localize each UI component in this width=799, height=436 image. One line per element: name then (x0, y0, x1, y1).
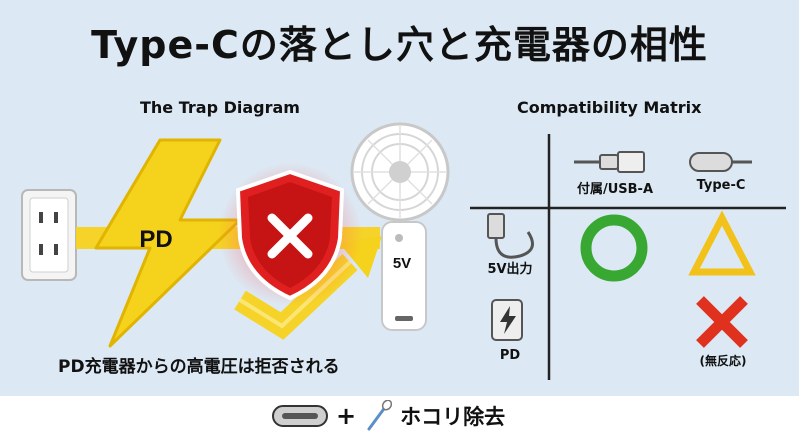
wall-outlet-icon (21, 189, 77, 281)
footer-text: ホコリ除去 (400, 405, 506, 429)
compat-cross-icon (696, 296, 748, 348)
usb-a-cable-icon (574, 151, 645, 173)
lightning-bolt-icon (94, 138, 242, 348)
matrix-col-type-c: Type-C (696, 178, 746, 193)
footer-plus: + (336, 402, 357, 430)
shield-block-icon (218, 162, 362, 306)
fan-voltage-label: 5V (393, 255, 411, 272)
diagram-heading: The Trap Diagram (140, 98, 300, 117)
diagram-canvas: PD 5V (21, 122, 786, 380)
type-c-port-icon (272, 405, 328, 427)
page-title: Type-Cの落とし穴と充電器の相性 (91, 23, 708, 67)
footer-content: + ホコリ除去 (272, 396, 505, 436)
bolt-label: PD (139, 226, 172, 253)
compat-circle-icon (580, 214, 648, 282)
matrix-no-response-note: (無反応) (699, 354, 747, 368)
cotton-swab-icon (367, 400, 393, 431)
usb-5v-cable-icon (487, 213, 534, 259)
handheld-fan-icon (350, 122, 450, 331)
matrix-row-5v: 5V出力 (487, 262, 533, 277)
pd-charger-icon (491, 299, 523, 341)
diagram-caption: PD充電器からの高電圧は拒否される (58, 357, 340, 377)
matrix-heading: Compatibility Matrix (517, 98, 702, 117)
matrix-row-pd: PD (499, 348, 521, 363)
compat-triangle-icon (688, 210, 756, 276)
type-c-cable-icon (689, 152, 752, 172)
matrix-col-usb-a: 付属/USB-A (576, 182, 654, 197)
footer-bar: + ホコリ除去 (0, 396, 799, 436)
